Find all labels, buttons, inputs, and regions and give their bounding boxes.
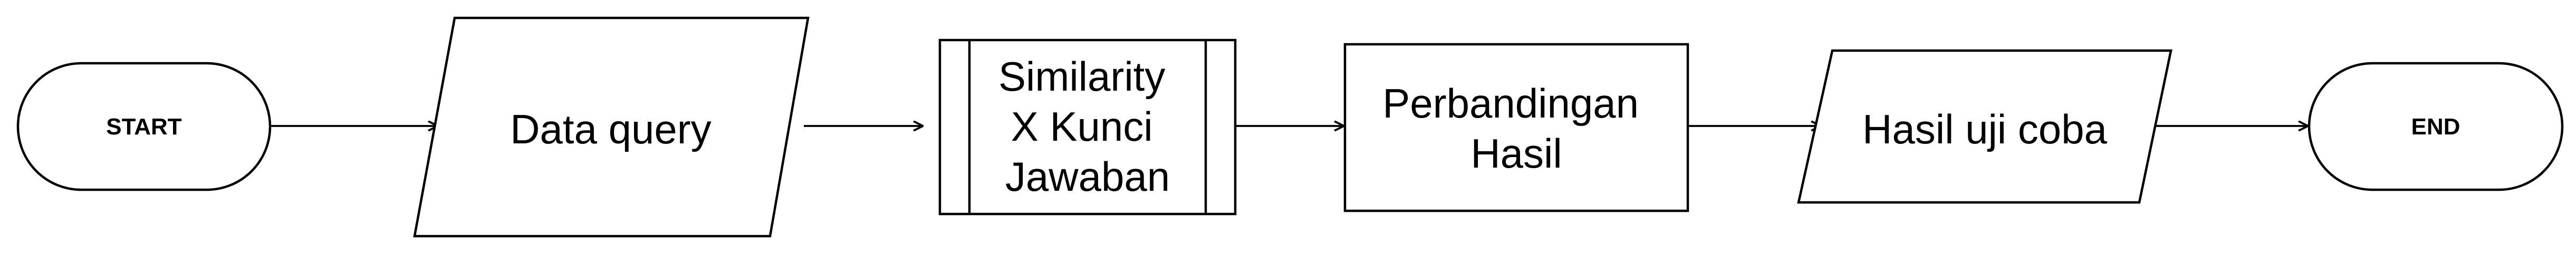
similarity-label-line-3: Jawaban (1005, 153, 1170, 200)
data-query-parallelogram-shape (413, 16, 810, 238)
data-query-node: Data query (413, 16, 810, 238)
perbandingan-node: Perbandingan Hasil (1343, 43, 1689, 212)
hasil-uji-label: Hasil uji coba (1862, 106, 2108, 152)
start-terminator-shape (16, 62, 272, 191)
hasil-uji-parallelogram-shape (1797, 49, 2173, 204)
similarity-label: Similarity X Kunci Jawaban (998, 53, 1177, 200)
perbandingan-label: Perbandingan Hasil (1382, 80, 1650, 177)
data-query-label-line-1: Data query (510, 106, 712, 152)
end-label: END (2411, 114, 2460, 140)
perbandingan-process-shape (1343, 43, 1689, 212)
hasil-uji-label-line-1: Hasil uji coba (1862, 106, 2108, 152)
similarity-process-shape (938, 38, 1237, 216)
end-label-line-1: END (2411, 114, 2460, 140)
similarity-label-line-1: Similarity (998, 53, 1165, 100)
similarity-label-line-2: X Kunci (1011, 103, 1153, 150)
end-terminator-shape (2308, 62, 2564, 191)
start-label-line-1: START (106, 114, 182, 140)
start-label: START (106, 114, 182, 140)
perbandingan-label-line-1: Perbandingan (1382, 80, 1639, 126)
hasil-uji-node: Hasil uji coba (1797, 49, 2173, 204)
start-node: START (16, 62, 272, 191)
perbandingan-label-line-2: Hasil (1470, 130, 1562, 177)
end-node: END (2308, 62, 2564, 191)
similarity-node: Similarity X Kunci Jawaban (938, 38, 1237, 216)
data-query-label: Data query (510, 106, 712, 152)
